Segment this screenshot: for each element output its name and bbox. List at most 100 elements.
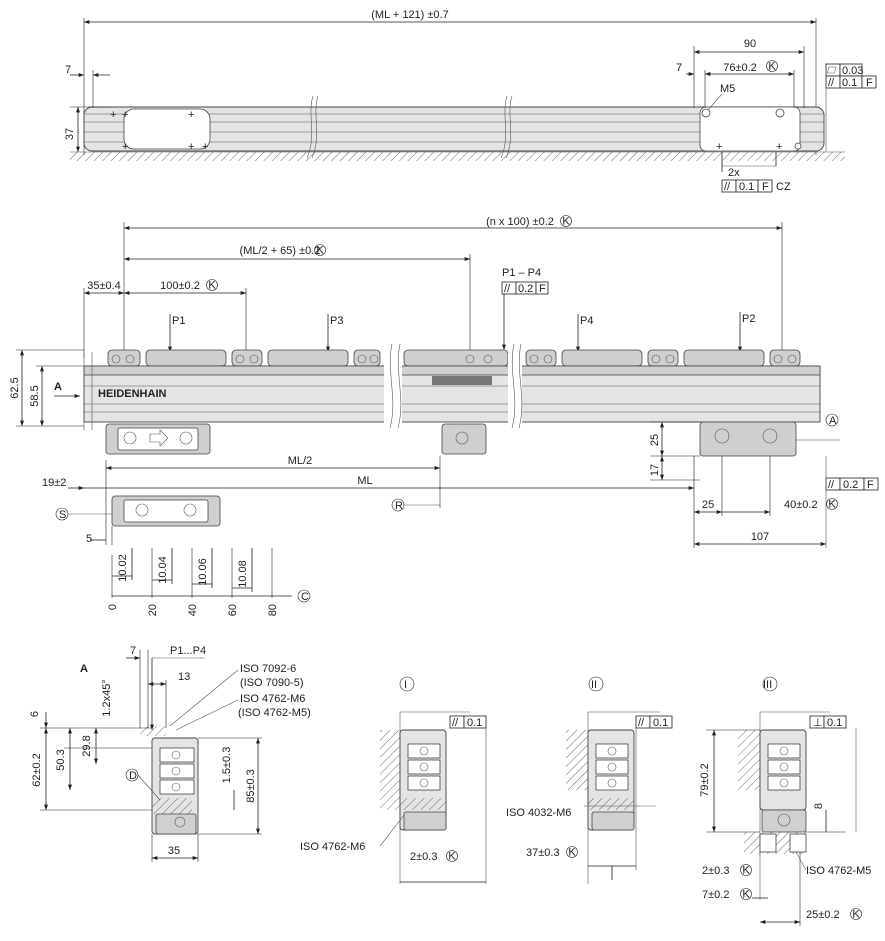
brand-logo: HEIDENHAIN: [98, 388, 167, 400]
svg-text://: //: [724, 181, 731, 193]
label-c: C: [301, 591, 309, 603]
m3-dim-2: 2±0.3: [702, 865, 729, 877]
m3-dim-7: 7±0.2: [702, 889, 729, 901]
tol-parallel-ref: F: [866, 77, 873, 89]
iso-7092: ISO 7092-6: [240, 663, 296, 675]
scale-tick-80: 80: [267, 604, 279, 616]
tol-parallel-value: 0.1: [842, 77, 857, 89]
scale-tick-0: 0: [107, 604, 119, 610]
dim-40: 40±0.2: [784, 499, 818, 511]
screw-mark: +: [202, 141, 208, 153]
m3-dim-25: 25±0.2: [806, 909, 840, 921]
screw-mark: +: [716, 141, 722, 153]
ml-label: ML: [357, 475, 372, 487]
svg-text:K: K: [852, 909, 860, 921]
label-r: R: [395, 500, 403, 512]
dim-19: 19±2: [42, 477, 66, 489]
m3-iso: ISO 4762-M5: [806, 865, 871, 877]
dim-7-right: 7: [676, 62, 682, 74]
screw-mark: +: [122, 141, 128, 153]
tol-bottom-ref: F: [762, 181, 769, 193]
iso-4762-m6: ISO 4762-M6: [240, 693, 305, 705]
svg-text:K: K: [448, 851, 456, 863]
svg-text://: //: [504, 283, 511, 295]
scale-step-2: 10.04: [157, 556, 169, 584]
m3-tol: 0.1: [827, 717, 842, 729]
thread-m5: M5: [720, 83, 735, 95]
dim-13: 13: [178, 671, 190, 683]
tol-flatness-value: 0.03: [842, 65, 863, 77]
screw-mark: +: [110, 109, 116, 121]
label-p4: P4: [580, 315, 593, 327]
top-view: (ML + 121) ±0.7 + + + + + + + + 7: [64, 9, 877, 193]
svg-text:K: K: [768, 61, 776, 73]
dim-62: 62±0.2: [31, 753, 43, 787]
tol-bottom-value: 0.1: [739, 181, 754, 193]
scale-step-4: 10.08: [237, 560, 249, 588]
p1-p4-tol-value: 0.2: [518, 283, 533, 295]
mounting-ii: II // 0.1 ISO 4032-M6 37±0.3 K: [506, 676, 673, 884]
screw-mark: +: [188, 109, 194, 121]
section-a-title: A: [80, 663, 88, 675]
height-62-5: 62.5: [9, 377, 21, 398]
label-p3: P3: [330, 315, 343, 327]
svg-text:K: K: [562, 216, 570, 228]
height-37: 37: [64, 128, 76, 140]
scale-steps: 10.02 10.04 10.06 10.08 0 20 40 60 80 C: [107, 548, 311, 616]
label-p1: P1: [172, 315, 185, 327]
m3-dim-79: 79±0.2: [699, 763, 711, 797]
p1-p4-tol-ref: F: [539, 283, 546, 295]
dim-25: 25: [649, 434, 661, 446]
dim-90: 90: [744, 38, 756, 50]
m1-iso: ISO 4762-M6: [300, 841, 365, 853]
overall-length-label: (ML + 121) ±0.7: [371, 9, 448, 21]
right-tol-value: 0.2: [843, 479, 858, 491]
svg-text:K: K: [316, 245, 324, 257]
label-p2: P2: [742, 313, 755, 325]
scale-tick-60: 60: [227, 604, 239, 616]
m2-tol: 0.1: [653, 717, 668, 729]
dim-7-left: 7: [65, 64, 71, 76]
m1-dim: 2±0.3: [410, 851, 437, 863]
svg-text:K: K: [742, 865, 750, 877]
dim-85: 85±0.3: [245, 769, 257, 803]
roman-ii: II: [591, 679, 597, 691]
dim-5: 5: [86, 533, 92, 545]
label-d: D: [129, 770, 137, 782]
chamfer: 1.2x45°: [101, 679, 113, 716]
iso-7090: (ISO 7090-5): [240, 677, 304, 689]
svg-text://: //: [452, 717, 459, 729]
view-a-label: A: [54, 381, 62, 393]
dim-29-8: 29.8: [81, 735, 93, 756]
right-tol-ref: F: [867, 479, 874, 491]
ml-half-65-label: (ML/2 + 65) ±0.2: [240, 245, 321, 257]
svg-text://: //: [828, 77, 835, 89]
dim-35-section: 35: [168, 845, 180, 857]
label-s: S: [59, 509, 66, 521]
svg-text://: //: [638, 717, 645, 729]
m2-iso: ISO 4032-M6: [506, 807, 571, 819]
note-2x: 2x: [728, 167, 740, 179]
scale-tick-40: 40: [187, 604, 199, 616]
dim-1-5: 1.5±0.3: [221, 747, 233, 784]
screw-mark: +: [188, 141, 194, 153]
roman-i: I: [404, 679, 407, 691]
svg-text://: //: [828, 479, 835, 491]
height-58-5: 58.5: [29, 385, 41, 406]
dim-25b: 25: [702, 499, 714, 511]
svg-text:K: K: [568, 847, 576, 859]
ml-half-label: ML/2: [288, 455, 312, 467]
dim-7: 7: [130, 645, 136, 657]
datum-a: A: [829, 415, 837, 427]
svg-text:K: K: [828, 499, 836, 511]
svg-text:K: K: [208, 280, 216, 292]
mounting-i: I // 0.1 ISO 4762-M6 2±0.3 K: [300, 676, 487, 884]
dim-17: 17: [649, 464, 661, 476]
svg-text:K: K: [742, 889, 750, 901]
mounting-iii: III ⊥ 0.1 79±0.2 8 2±0.3 K ISO 4762-M5 7…: [699, 676, 871, 926]
dim-50-3: 50.3: [55, 749, 67, 770]
dim-100: 100±0.2: [160, 280, 200, 292]
front-view: (n x 100) ±0.2 K (ML/2 + 65) ±0.2 K P1 –…: [9, 215, 879, 616]
m3-dim-8: 8: [813, 803, 825, 809]
